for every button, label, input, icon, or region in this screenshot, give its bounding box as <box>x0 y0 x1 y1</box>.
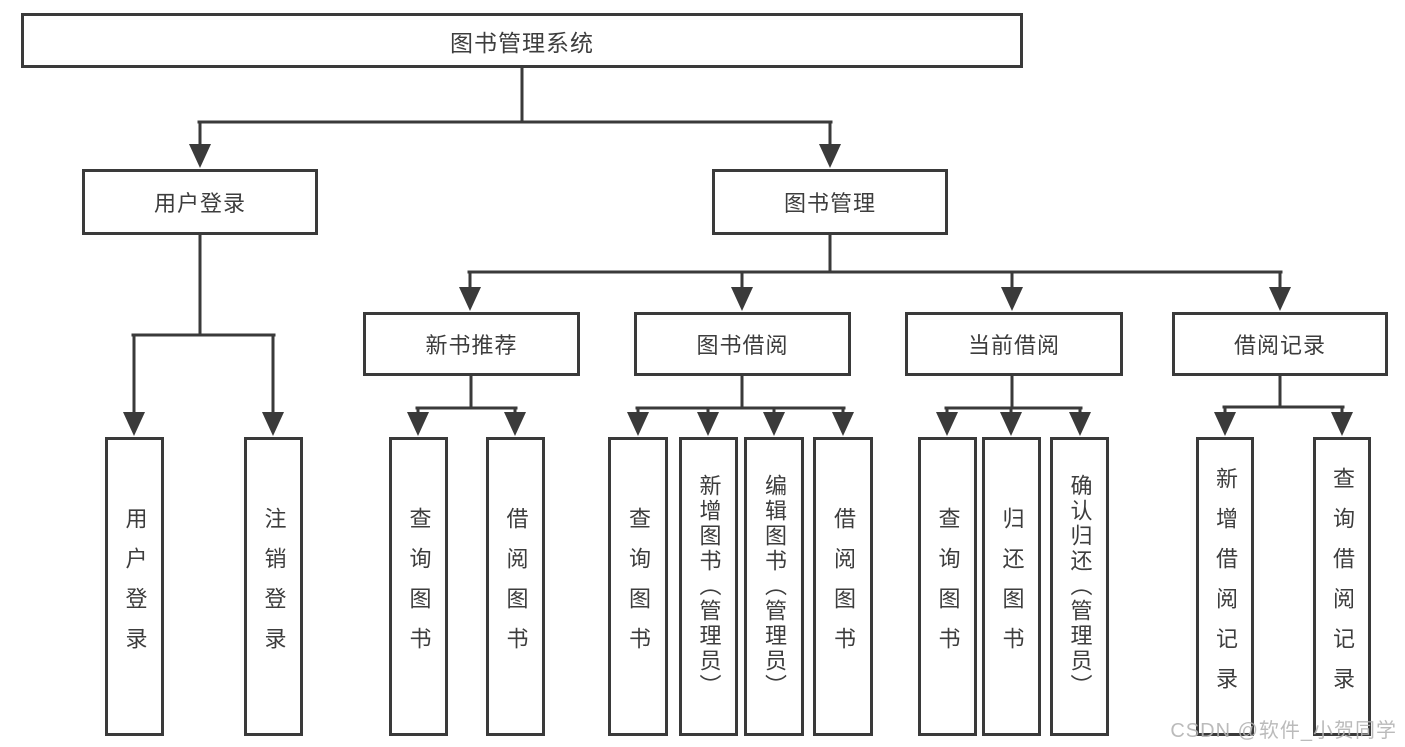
node-label: 确认归还（管理员） <box>1067 474 1093 699</box>
leaf-query-books-current: 查询图书 <box>918 437 977 736</box>
node-label: 查询图书 <box>406 506 432 667</box>
node-borrowing-records: 借阅记录 <box>1172 312 1388 376</box>
leaf-confirm-return-admin: 确认归还（管理员） <box>1050 437 1109 736</box>
arrowhead <box>763 412 785 436</box>
node-label: 用户登录 <box>122 506 148 667</box>
arrowhead <box>832 412 854 436</box>
arrowhead <box>459 287 481 311</box>
connector-book-borrow-children <box>635 374 846 415</box>
arrowhead <box>1000 412 1022 436</box>
node-label: 查询图书 <box>626 506 651 667</box>
node-label: 新增图书（管理员） <box>696 474 722 699</box>
connector-user-login-children <box>131 233 276 415</box>
arrowhead <box>627 412 649 436</box>
node-label: 查询图书 <box>935 506 961 667</box>
node-label: 图书管理 <box>783 191 876 216</box>
node-book-management: 图书管理 <box>712 169 948 235</box>
node-label: 借阅记录 <box>1233 333 1326 358</box>
node-label: 用户登录 <box>153 191 246 216</box>
leaf-edit-books-admin: 编辑图书（管理员） <box>744 437 804 736</box>
node-label: 注销登录 <box>261 506 287 667</box>
connector-current-borrow-children <box>944 374 1083 415</box>
node-label: 借阅图书 <box>831 506 856 667</box>
arrowhead <box>936 412 958 436</box>
leaf-return-books: 归还图书 <box>982 437 1041 736</box>
arrowhead <box>1331 412 1353 436</box>
node-current-borrowing: 当前借阅 <box>905 312 1123 376</box>
leaf-query-borrow-record: 查询借阅记录 <box>1313 437 1371 736</box>
node-book-borrowing: 图书借阅 <box>634 312 851 376</box>
leaf-query-books-borrowing: 查询图书 <box>608 437 668 736</box>
connector-new-book-children <box>415 374 518 415</box>
arrowhead <box>262 412 284 436</box>
arrowhead <box>731 287 753 311</box>
arrowhead <box>697 412 719 436</box>
arrowhead <box>407 412 429 436</box>
connector-book-mgmt-to-l3 <box>467 233 1283 290</box>
arrowhead <box>504 412 526 436</box>
leaf-query-books-recommend: 查询图书 <box>389 437 448 736</box>
node-label: 新书推荐 <box>425 333 518 358</box>
node-label: 编辑图书（管理员） <box>762 474 787 699</box>
arrowhead <box>189 144 211 168</box>
leaf-add-borrow-record: 新增借阅记录 <box>1196 437 1254 736</box>
node-label: 图书借阅 <box>696 333 789 358</box>
leaf-borrow-books-recommend: 借阅图书 <box>486 437 545 736</box>
node-library-management-system: 图书管理系统 <box>21 13 1023 68</box>
node-label: 查询借阅记录 <box>1330 466 1355 707</box>
connector-root-to-l2 <box>197 66 833 147</box>
leaf-borrow-books: 借阅图书 <box>813 437 873 736</box>
arrowhead <box>819 144 841 168</box>
arrowhead <box>1001 287 1023 311</box>
arrowhead <box>123 412 145 436</box>
arrowhead <box>1214 412 1236 436</box>
watermark: CSDN @软件_小贺同学 <box>1170 720 1397 742</box>
connector-borrow-record-children <box>1222 374 1345 415</box>
node-label: 归还图书 <box>999 506 1025 667</box>
node-label: 借阅图书 <box>503 506 529 667</box>
leaf-user-login: 用户登录 <box>105 437 164 736</box>
leaf-logout: 注销登录 <box>244 437 303 736</box>
connector-paths <box>131 66 1345 415</box>
node-new-book-recommendation: 新书推荐 <box>363 312 580 376</box>
leaf-add-books-admin: 新增图书（管理员） <box>679 437 738 736</box>
node-user-login: 用户登录 <box>82 169 318 235</box>
node-label: 新增借阅记录 <box>1213 466 1238 707</box>
node-label: 当前借阅 <box>967 333 1060 358</box>
arrowhead <box>1269 287 1291 311</box>
arrowheads <box>123 144 1353 436</box>
arrowhead <box>1069 412 1091 436</box>
node-label: 图书管理系统 <box>450 29 594 56</box>
